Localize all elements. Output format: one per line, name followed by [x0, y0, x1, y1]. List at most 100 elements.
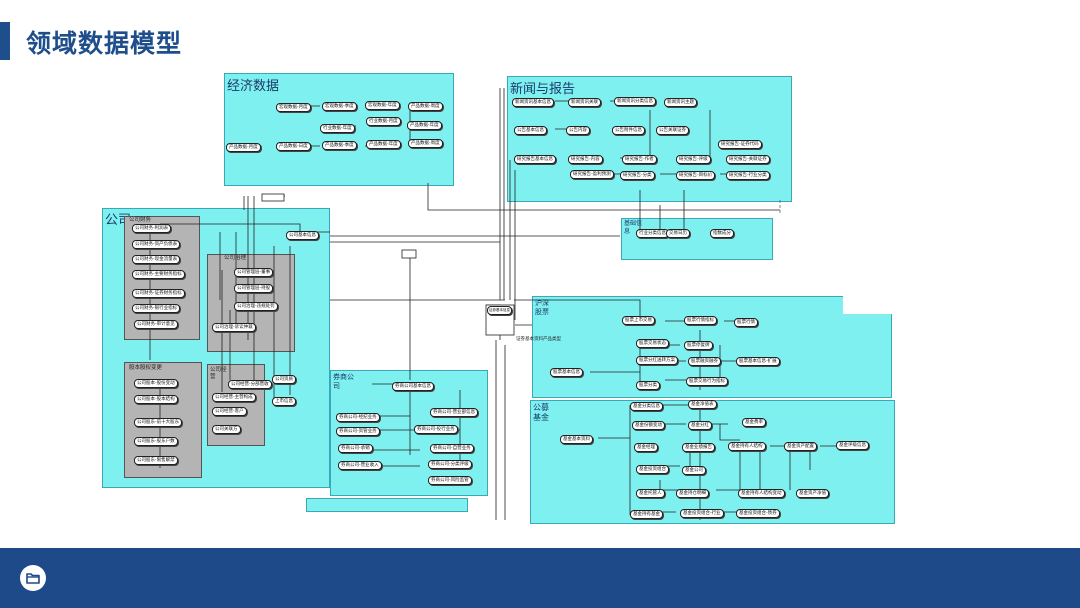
- domain-model-diagram: 经济数据 新闻与报告 公司 基础信息 沪深股票 券商公司 公募基金 公司财务 股…: [102, 73, 895, 524]
- node: 股票基本信息: [550, 368, 583, 377]
- node: 股票基本信息-扩展: [736, 357, 780, 366]
- node: 行业数据-年度: [320, 124, 355, 133]
- node: 公司经营-客户: [212, 407, 247, 416]
- node: 基金费率: [742, 418, 766, 427]
- node: 基金分类信息: [630, 402, 663, 411]
- node: 研究报告-作者: [622, 155, 657, 164]
- node: 产品数据-年度: [407, 121, 442, 130]
- node: 券商公司-营业收入: [338, 461, 382, 470]
- node: 股票行情: [734, 318, 758, 327]
- panel-title-sh-sz: 沪深股票: [535, 299, 549, 316]
- node: 基金份额变动: [632, 421, 665, 430]
- node: 证券基本信息: [487, 306, 512, 315]
- node: 基金评级信息: [836, 441, 869, 450]
- node: 券商公司-资管业务: [336, 427, 380, 436]
- node: 基金业绩报告: [682, 443, 715, 452]
- node: 公司股东-股东户数: [134, 437, 178, 446]
- node: 上市信息: [272, 397, 296, 406]
- folder-icon[interactable]: [20, 565, 46, 591]
- node: 研究报告-关联证券: [726, 155, 770, 164]
- node: 新闻资讯关联: [568, 98, 601, 107]
- node: 基金公司: [682, 466, 706, 475]
- node: 基金资产净值: [796, 489, 829, 498]
- node: 研究报告-评级: [676, 155, 711, 164]
- node: 行业数据-月度: [366, 117, 401, 126]
- node: 公司财务-证券财务指标: [132, 289, 185, 298]
- node: 券商公司基本信息: [392, 382, 434, 391]
- node: 券商公司-承销: [338, 444, 373, 453]
- node: 公司基本信息: [286, 231, 319, 240]
- node: 公司关联方: [212, 425, 241, 434]
- group-label-finance: 公司财务: [129, 217, 152, 223]
- node: 研究报告-盈利预测: [570, 170, 614, 179]
- node: 券商公司-投行业务: [414, 425, 458, 434]
- node: 股票分红送转方案: [636, 356, 678, 365]
- node: 公司经营-主营构成: [212, 393, 256, 402]
- node: 基金投资组合: [636, 465, 669, 474]
- node: 研究报告-分类: [620, 171, 655, 180]
- node: 公告内容: [566, 126, 590, 135]
- node: 宏观数据-季度: [322, 102, 357, 111]
- node: 基金托管人: [636, 489, 665, 498]
- trunk-label: 证券基本资料产品类型: [516, 337, 561, 342]
- node: 基金持仓明细: [676, 489, 709, 498]
- node: 公告关联证券: [656, 126, 689, 135]
- node: 公司股本-股份变动: [134, 379, 178, 388]
- group-label-ops: 公司经营: [210, 367, 227, 380]
- node: 券商公司-分类评级: [428, 460, 472, 469]
- panel-title-securities-co: 券商公司: [333, 373, 354, 390]
- title-accent-bar: [0, 22, 10, 60]
- panel-title-fund: 公募基金: [533, 403, 549, 422]
- folder-icon-glyph: [26, 573, 40, 584]
- node: 公司财务-审计意见: [134, 320, 178, 329]
- node: 产品数据-周度: [408, 139, 443, 148]
- node: 公司资质: [272, 375, 296, 384]
- node: 公司财务-主要财务指标: [132, 270, 185, 279]
- node: 产品数据-季度: [322, 141, 357, 150]
- node: 股票交易行为指标: [686, 377, 728, 386]
- node: 股票上市交易: [622, 316, 655, 325]
- panel-news: 新闻与报告: [507, 76, 792, 202]
- node: 券商公司-经纪业务: [336, 413, 380, 422]
- node: 基金持有人结构: [728, 442, 766, 451]
- node: 公司股本-股本结构: [134, 395, 178, 404]
- panel-basic: 基础信息: [621, 218, 773, 260]
- node: 研究报告-目标价: [676, 171, 716, 180]
- node: 研究报告基本信息: [514, 155, 556, 164]
- panel-title-economic: 经济数据: [227, 79, 280, 94]
- node: 产品数据-周度: [408, 102, 443, 111]
- panel-title-news: 新闻与报告: [510, 82, 576, 97]
- node: 新闻资讯分类信息: [614, 97, 656, 106]
- node: 股票融资融券: [688, 357, 721, 366]
- node: 基金基本资料: [560, 435, 593, 444]
- node: 产品数据-月度: [226, 143, 261, 152]
- node: 新闻资讯主题: [664, 98, 697, 107]
- group-label-equity: 股本股权变更: [129, 365, 163, 371]
- node: 基金投资组合-行业: [680, 509, 724, 518]
- node: 股票行情指标: [684, 316, 717, 325]
- node: 公司经营-分部营收: [228, 380, 272, 389]
- node: 公司财务-利润表: [132, 224, 172, 233]
- node: 公司管理层-持股: [234, 284, 274, 293]
- group-label-gov: 公司治理: [224, 255, 247, 261]
- node: 股票交易状态: [636, 339, 669, 348]
- node: 宏观数据-年度: [365, 101, 400, 110]
- node: 券商公司-自营业务: [430, 444, 474, 453]
- footer-bar: [0, 548, 1080, 608]
- node: 公告基本信息: [514, 126, 547, 135]
- node: 基金净值表: [688, 400, 717, 409]
- node: 公司财务-现金流量表: [132, 255, 181, 264]
- node: 股票停复牌: [684, 341, 713, 350]
- node: 产品数据-日度: [276, 142, 311, 151]
- node: 公司管理层-董事: [234, 268, 274, 277]
- node: 公司股东-前十大股东: [134, 418, 183, 427]
- node: 公司治理-诉讼仲裁: [212, 323, 256, 332]
- node: 券商公司-营业部信息: [430, 408, 479, 417]
- node: 公告附件信息: [612, 126, 645, 135]
- node: 基金经理: [634, 443, 658, 452]
- node: 宏观数据-月度: [276, 103, 311, 112]
- node: 研究报告-内容: [568, 155, 603, 164]
- node: 研究报告-证券代码: [718, 140, 762, 149]
- node: 行业分类信息: [636, 229, 669, 238]
- node: 公司财务-银行业指标: [132, 304, 181, 313]
